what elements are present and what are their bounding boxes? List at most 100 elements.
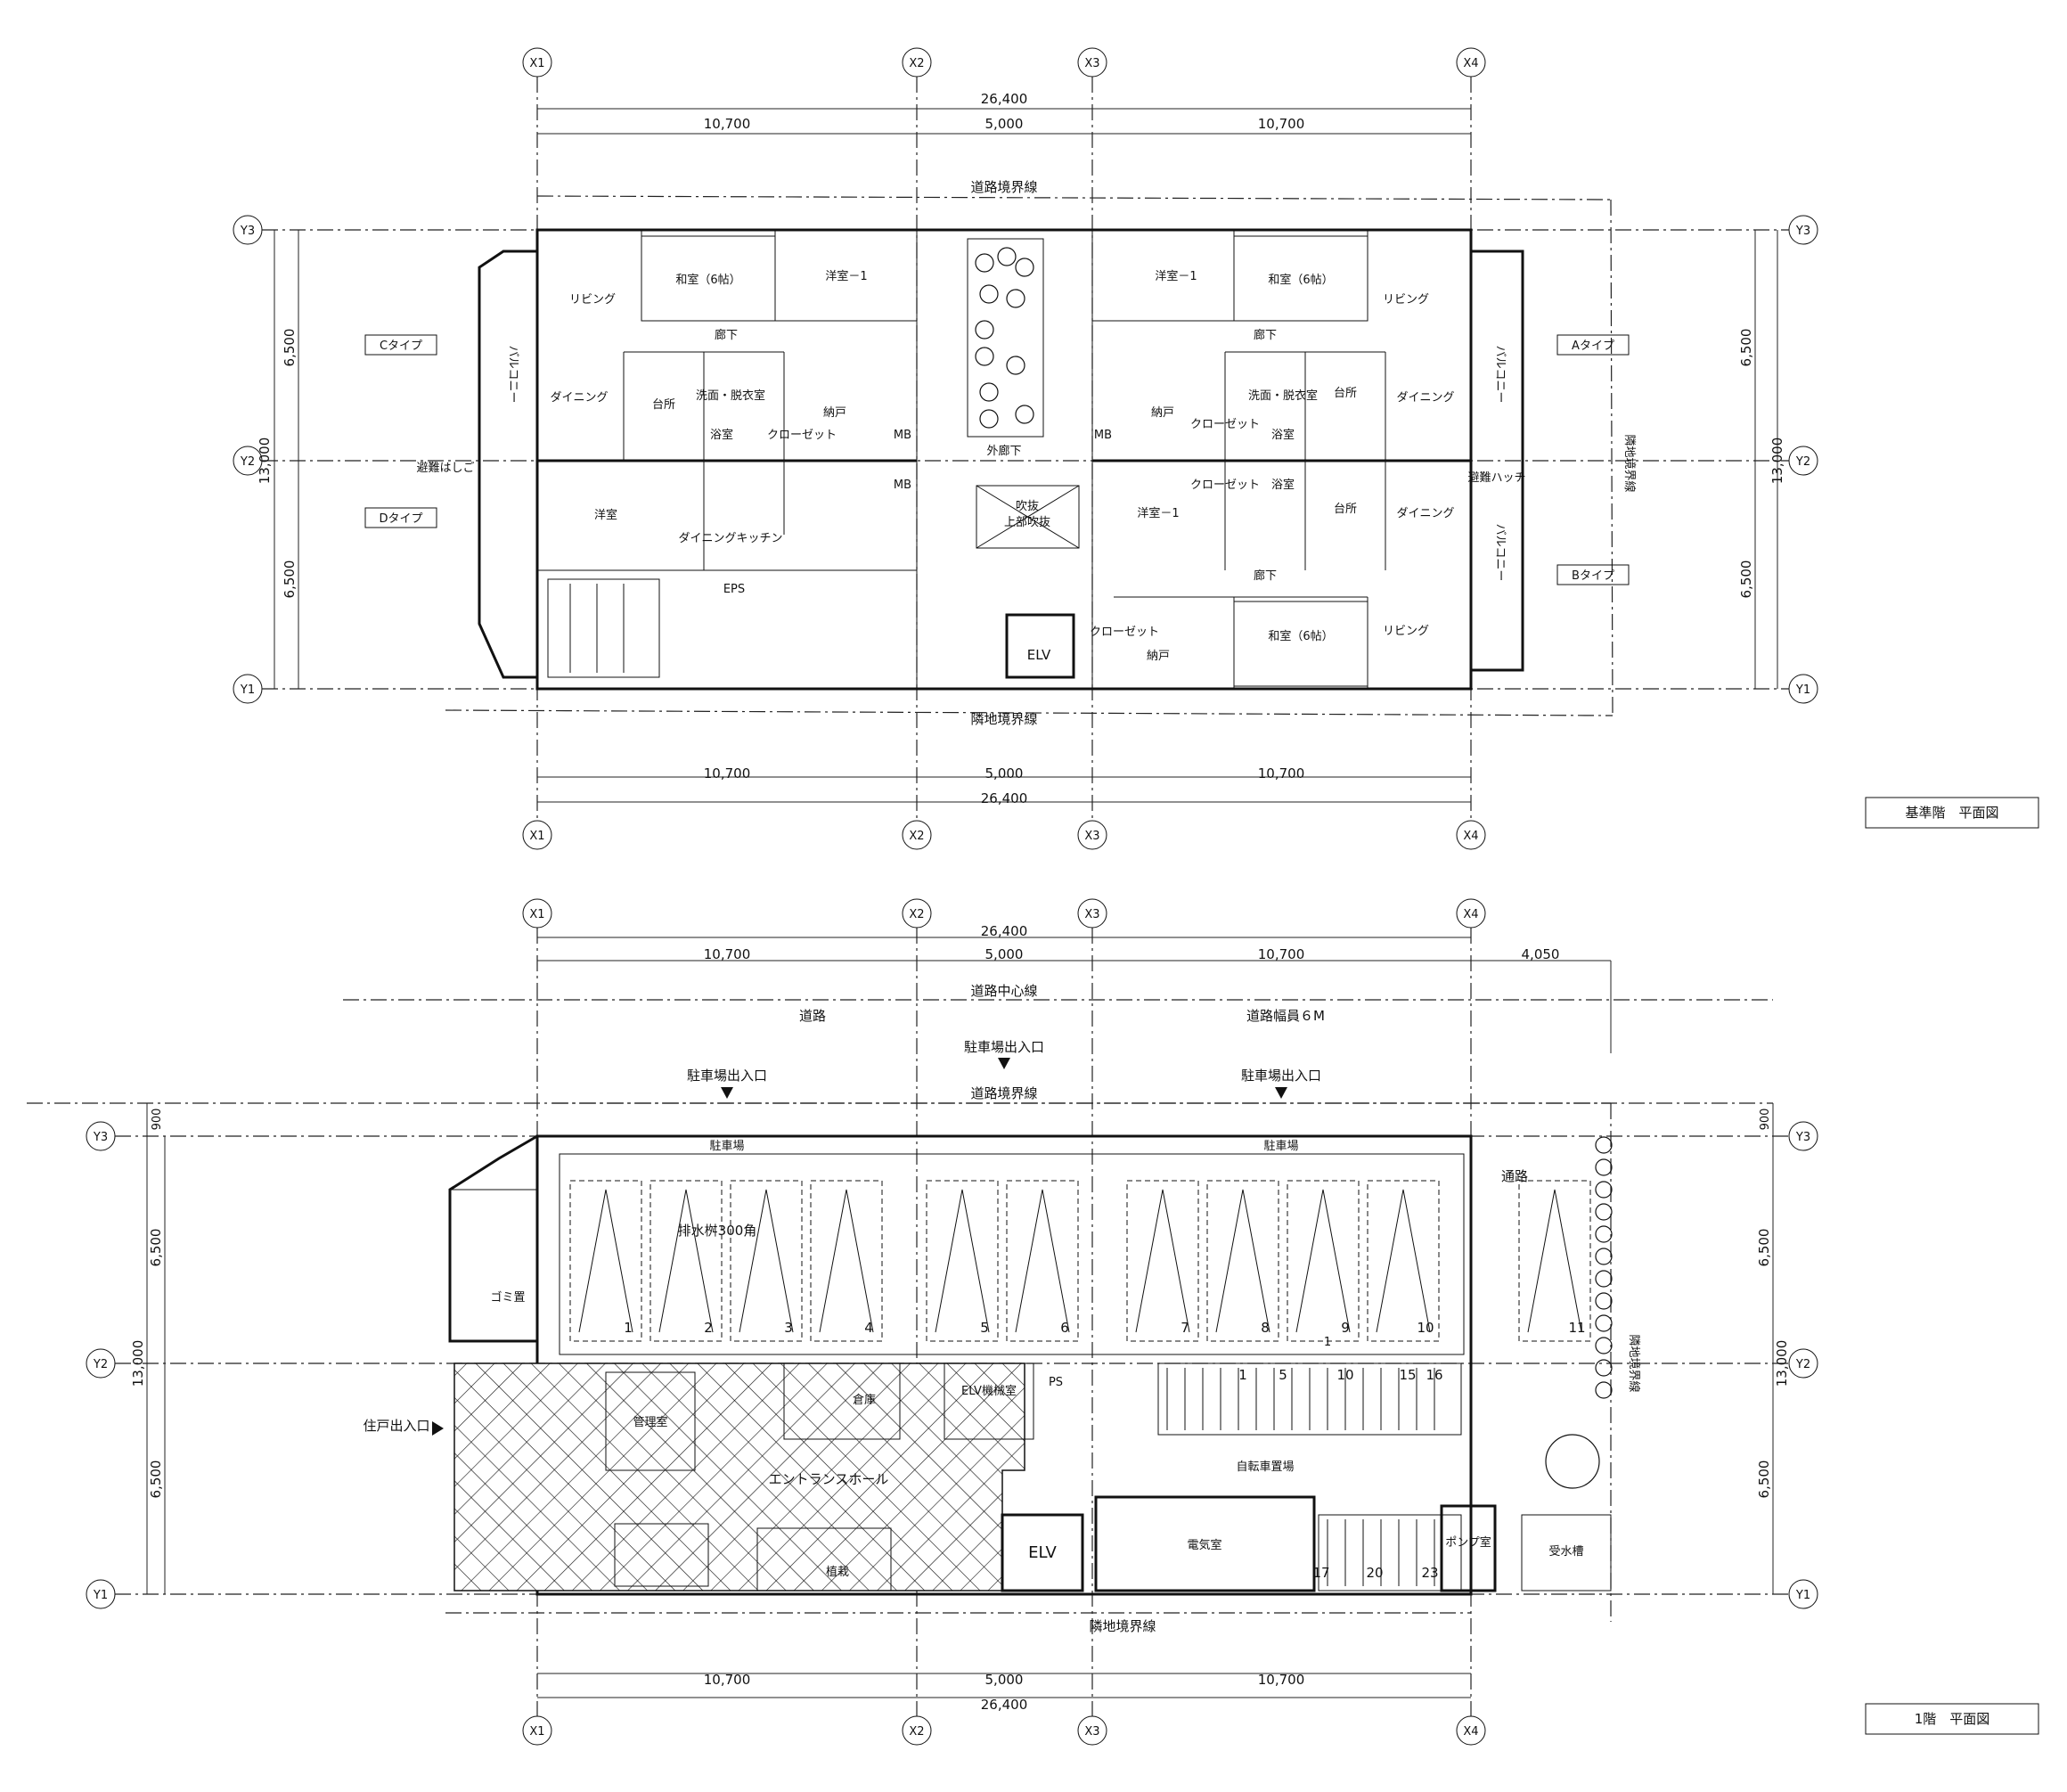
parking-entrance-left-arrow xyxy=(721,1087,733,1099)
std-title-box xyxy=(1865,797,2039,829)
dim-y-lower: 6,500 xyxy=(282,561,298,599)
parking-stall xyxy=(1287,1180,1360,1342)
first-floor-plan: X1 X2 X3 X4 X1 X2 X3 X4 Y3 Y2 Y1 Y3 Y2 Y… xyxy=(27,898,2039,1746)
f-dim-y-total: 13,000 xyxy=(130,1340,146,1387)
dim-y-total-right: 13,000 xyxy=(1769,438,1785,485)
f-grid-y3-right: Y3 xyxy=(1795,1131,1810,1144)
room-kitchen-c: 台所 xyxy=(652,398,675,412)
f-dim-y-lower: 6,500 xyxy=(148,1461,164,1499)
right-balcony xyxy=(1469,250,1524,672)
bicycle-area-2 xyxy=(1318,1514,1462,1592)
parking-stall-number: 11 xyxy=(1568,1320,1585,1336)
parking-stall-number: 5 xyxy=(980,1320,989,1336)
parking-stall xyxy=(1006,1180,1079,1342)
grid-x2-label: X2 xyxy=(909,57,924,70)
f-dim-span-b: 5,000 xyxy=(985,946,1024,962)
parking-stall xyxy=(1367,1180,1440,1342)
room-mb-left-2: MB xyxy=(894,479,911,492)
room-balcony-b: バルコニー xyxy=(1493,524,1507,582)
room-washitsu-a: 和室（6帖） xyxy=(1268,273,1333,287)
parking-stall-number: 2 xyxy=(704,1320,713,1336)
parking-entrance-center: 駐車場出入口 xyxy=(964,1039,1044,1055)
first-plan-title: 1階 平面図 xyxy=(1915,1711,1990,1727)
parking-stall-marker xyxy=(578,1189,633,1333)
parking-label-left: 駐車場 xyxy=(709,1140,744,1153)
room-hinan: 避難はしご xyxy=(416,461,474,475)
dim-span-b-bottom: 5,000 xyxy=(985,765,1024,781)
f-dim-y-upper: 6,500 xyxy=(148,1229,164,1267)
dim-y-upper: 6,500 xyxy=(282,329,298,367)
bicycle-label: 自転車置場 xyxy=(1236,1461,1294,1474)
first-title-box xyxy=(1865,1703,2039,1735)
souko-room xyxy=(783,1362,901,1440)
grid-y1-label-right: Y1 xyxy=(1795,683,1810,697)
room-living-a: リビング xyxy=(1383,293,1429,307)
room-yoshitsu1-b: 洋室－1 xyxy=(1137,506,1179,520)
parking-stall-number: 1 xyxy=(624,1320,633,1336)
f-grid-y1: Y1 xyxy=(93,1589,108,1602)
parking-stall-marker xyxy=(658,1189,714,1333)
room-washitsu-c: 和室（6帖） xyxy=(675,273,740,287)
electric-label: 電気室 xyxy=(1187,1538,1221,1552)
room-living-b: リビング xyxy=(1383,625,1429,638)
parking-stall-number: 3 xyxy=(784,1320,793,1336)
room-yoshitsu1-c: 洋室－1 xyxy=(825,269,867,283)
type-a-tag: Aタイプ xyxy=(1572,340,1614,353)
dim-total-top: 26,400 xyxy=(981,91,1028,107)
room-nando-a: 納戸 xyxy=(1151,406,1174,420)
grid-x1-label-bottom: X1 xyxy=(529,830,544,843)
room-hinan-hatch: 避難ハッチ xyxy=(1467,471,1525,485)
parking-stall-marker xyxy=(819,1189,874,1333)
garbage-label: ゴミ置 xyxy=(490,1290,525,1305)
parking-stall-marker xyxy=(1215,1189,1270,1333)
room-bath-c: 浴室 xyxy=(710,428,733,442)
f-stair xyxy=(614,1523,709,1587)
room-dining-c: ダイニング xyxy=(550,391,608,405)
grid-bubbles-top-std: X1 X2 X3 X4 X1 X2 X3 X4 Y3 Y2 Y1 Y3 Y2 Y… xyxy=(233,47,1818,850)
room-closet-b2: クローゼット xyxy=(1090,626,1159,639)
f-dim-extra-right: 4,050 xyxy=(1522,946,1560,962)
std-plan-title: 基準階 平面図 xyxy=(1905,805,1998,821)
f-grid-x4: X4 xyxy=(1463,908,1478,921)
std-room-labels: リビング 和室（6帖） 洋室－1 廊下 ダイニング 台所 洗面・脱衣室 浴室 納… xyxy=(416,269,1525,663)
f-dim-y-lower-right: 6,500 xyxy=(1756,1461,1772,1499)
room-yoshitsu1-a: 洋室－1 xyxy=(1155,269,1197,283)
water-tank-label: 受水槽 xyxy=(1548,1545,1583,1559)
planting-box xyxy=(756,1527,892,1592)
parking-stall-marker xyxy=(1527,1189,1582,1333)
dim-y-lower-right: 6,500 xyxy=(1738,561,1754,599)
entrance-hall-label: エントランスホール xyxy=(769,1471,889,1487)
f-grid-y3: Y3 xyxy=(93,1131,108,1144)
grid-y3-label: Y3 xyxy=(240,225,255,238)
elv-machine-room xyxy=(944,1362,1034,1440)
std-adjacent-boundary-label: 隣地境界線 xyxy=(970,711,1037,727)
dim-y-total: 13,000 xyxy=(257,438,273,485)
f-dim-span-b-bottom: 5,000 xyxy=(985,1672,1024,1688)
f-dim-span-c-bottom: 10,700 xyxy=(1258,1672,1305,1688)
parking-stall-number: 6 xyxy=(1060,1320,1069,1336)
bike-num-c: 10 xyxy=(1336,1367,1353,1383)
standard-floor-plan: X1 X2 X3 X4 X1 X2 X3 X4 Y3 Y2 Y1 Y3 Y2 Y… xyxy=(233,47,2039,850)
f-dim-span-c: 10,700 xyxy=(1258,946,1305,962)
room-closet-a: クローゼット xyxy=(1190,418,1260,431)
f-grid-x2: X2 xyxy=(909,908,924,921)
bicycle-racks xyxy=(1166,1368,1435,1586)
water-tank xyxy=(1521,1514,1612,1592)
f-grid-y2-right: Y2 xyxy=(1795,1358,1810,1371)
grid-y1-label: Y1 xyxy=(240,683,255,697)
f-road-boundary-label: 道路境界線 xyxy=(970,1085,1037,1101)
std-elv-label: ELV xyxy=(1027,647,1051,663)
dim-span-c-bottom: 10,700 xyxy=(1258,765,1305,781)
type-b-tag: Bタイプ xyxy=(1572,569,1614,583)
grid-x3-label-bottom: X3 xyxy=(1084,830,1099,843)
room-rouka-b: 廊下 xyxy=(1254,569,1277,583)
parking-stall xyxy=(926,1180,999,1342)
road-label: 道路 xyxy=(799,1008,826,1024)
std-road-boundary-label: 道路境界線 xyxy=(970,179,1037,195)
f-grid-x3: X3 xyxy=(1084,908,1099,921)
f-dim-span-a: 10,700 xyxy=(704,946,751,962)
parking-stall xyxy=(810,1180,883,1342)
f-adjacent-boundary-vertical: 隣地境界線 xyxy=(1627,1334,1641,1392)
f-dim-y-total-right: 13,000 xyxy=(1774,1340,1790,1387)
